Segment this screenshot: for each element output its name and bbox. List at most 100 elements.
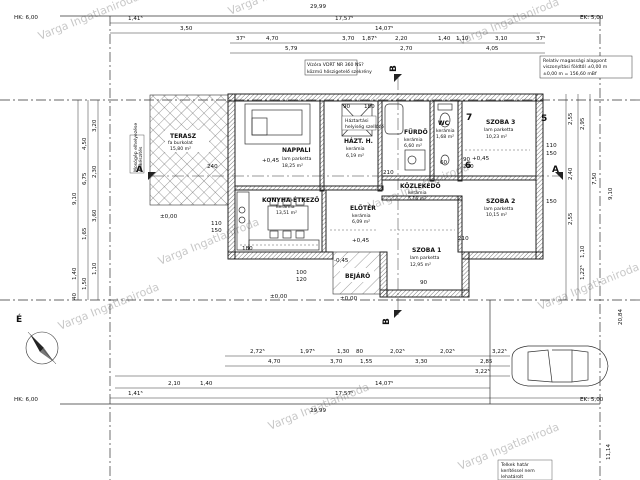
opening-label: 210 [463,164,474,170]
room-area-bathroom: 6,60 m² [404,143,422,149]
room-floor-room3: lam parketta [484,127,514,133]
marker-number: 7 [466,113,472,123]
watermark: Varga Ingatlaniroda [536,260,640,312]
dimension-label: 7,50 [592,172,598,185]
opening-label: 150 [211,228,222,234]
meter-note-line2: közmű hőszigetelő szekrény [307,68,372,75]
opening-label: 120 [296,277,307,283]
dimension-label: 3,50 [180,26,193,32]
terrace-note: Mosógép elhelyezése előkészítés [129,123,145,174]
opening-label: 110 [546,143,557,149]
opening-label: 150 [546,199,557,205]
terrace-note-line1: Mosógép elhelyezése [132,123,139,172]
dimension-label: 2,95 [580,117,586,130]
terrace-area [149,94,229,206]
room-name-kitchen: KONYHA-ÉTKEZŐ [262,196,319,204]
section-marker-b-top: B [389,65,399,72]
opening-label: 60 [440,160,448,166]
room-name-hall: ELŐTÉR [350,204,376,212]
dimension-label: 1,97⁵ [300,348,315,355]
room-area-wc: 1,68 m² [436,134,454,140]
room-area-terrace: 15,80 m² [170,146,191,152]
dimension-label: 3,20 [92,119,98,132]
dimension-label: 4,70 [268,359,281,365]
meter-note-line1: Vízóra VDRT NR 360 NS? [307,61,364,68]
watermark: Varga Ingatlaniroda [36,0,141,43]
room-area-corridor: 5,16 m² [408,196,426,202]
level-box-line3: ±0,00 m = 156,60 mBf [543,71,597,77]
opening-label: 180 [364,104,375,110]
room-area-living: 18,25 m² [282,163,303,169]
dimension-label: 5,79 [285,46,298,52]
opening-label: 90 [463,157,471,163]
dimension-label: 9,10 [72,192,78,205]
room-floor-room2: lam parketta [484,206,514,212]
dimension-label: 20,84 [618,309,624,325]
dimension-label: 1,30 [337,349,350,355]
dimension-label: 1,40 [438,36,451,42]
room-name-entrance: BEJÁRÓ [345,273,370,280]
level-label: +0,45 [352,238,370,244]
level-box-line1: Relatív magassági alappont [543,57,607,64]
watermark: Varga Ingatlaniroda [156,215,261,267]
entrance-porch [332,251,381,295]
room-floor-living: lam parketta [282,156,312,162]
dimension-label: 9,10 [608,187,614,200]
bathtub-icon [384,103,426,171]
level-label: -0,45 [334,258,349,264]
opening-label: 100 [296,270,307,276]
dimension-label: 17,57⁵ [335,390,353,397]
dimension-label: 3,70 [342,36,355,42]
level-label: +0,45 [472,156,490,162]
marker-number: 6 [465,161,471,171]
room-floor-bathroom: kerámia [404,136,423,143]
room-name-living: NAPPALI [282,147,311,154]
dimension-label: 40 [72,292,78,300]
interior-dimensions [240,149,530,246]
border-label-hk-bottom: HK: 6,00 [14,397,38,403]
room-name-terrace: TERASZ [170,133,197,140]
level-label: +0,45 [262,158,280,164]
garden-boundary-note: Telkek határ kerítéssel nem lehatárolt [497,459,553,480]
room-area-kitchen: 13,51 m² [276,210,297,216]
dimension-label: 1,10 [92,262,98,275]
garden-note-line3: lehatárolt [501,473,523,480]
dimension-lines-right [565,94,591,300]
level-box-line2: viszonyítási földtől ±0,00 m [543,63,608,70]
dimension-label: 14,07⁵ [375,380,393,387]
utility-note: Háztartási helyiség szellőző [341,115,384,131]
dimension-label: 29,99 [310,408,326,414]
border-label-ek: EK: 5,00 [580,15,604,21]
room-area-room2: 10,15 m² [486,212,507,218]
dimension-label: 6,75 [82,172,88,185]
dimension-label: 1,10 [580,245,586,258]
north-arrow-icon [25,331,59,365]
room-floor-utility: kerámia [346,145,365,152]
border-label-hk: HK: 6,00 [14,15,38,21]
dimension-label: 2,40 [568,167,574,180]
opening-label: 210 [383,170,394,176]
sofa-icon [244,103,311,145]
room-name-bathroom: FÜRDŐ [404,129,428,136]
level-label: ±0,00 [160,214,178,220]
dimension-label: 37⁵ [236,35,245,42]
terrace-note-line2: előkészítés [137,146,144,172]
dimension-label: 4,05 [486,46,499,52]
dimension-label: 3,22⁵ [475,368,490,375]
dimension-label: 2,72⁵ [250,348,265,355]
utility-note-line2: helyiség szellőző [345,123,384,130]
meter-note: Vízóra VDRT NR 360 NS? közmű hőszigetelő… [304,59,372,76]
dimension-label: 11,14 [606,444,612,460]
dimension-label: 14,07⁵ [375,25,393,32]
opening-label: 90 [420,280,428,286]
dimension-label: 1,65 [82,227,88,240]
watermark: Varga Ingatlaniroda [56,280,161,332]
dimension-label: 4,50 [82,137,88,150]
dimension-label: 1,55 [360,359,373,365]
room-name-room3: SZOBA 3 [486,119,515,126]
dimension-label: 1,41⁵ [128,15,143,22]
dimension-label: 3,30 [415,359,428,365]
dimension-label: 1,40 [72,267,78,280]
dimension-label: 3,10 [495,36,508,42]
